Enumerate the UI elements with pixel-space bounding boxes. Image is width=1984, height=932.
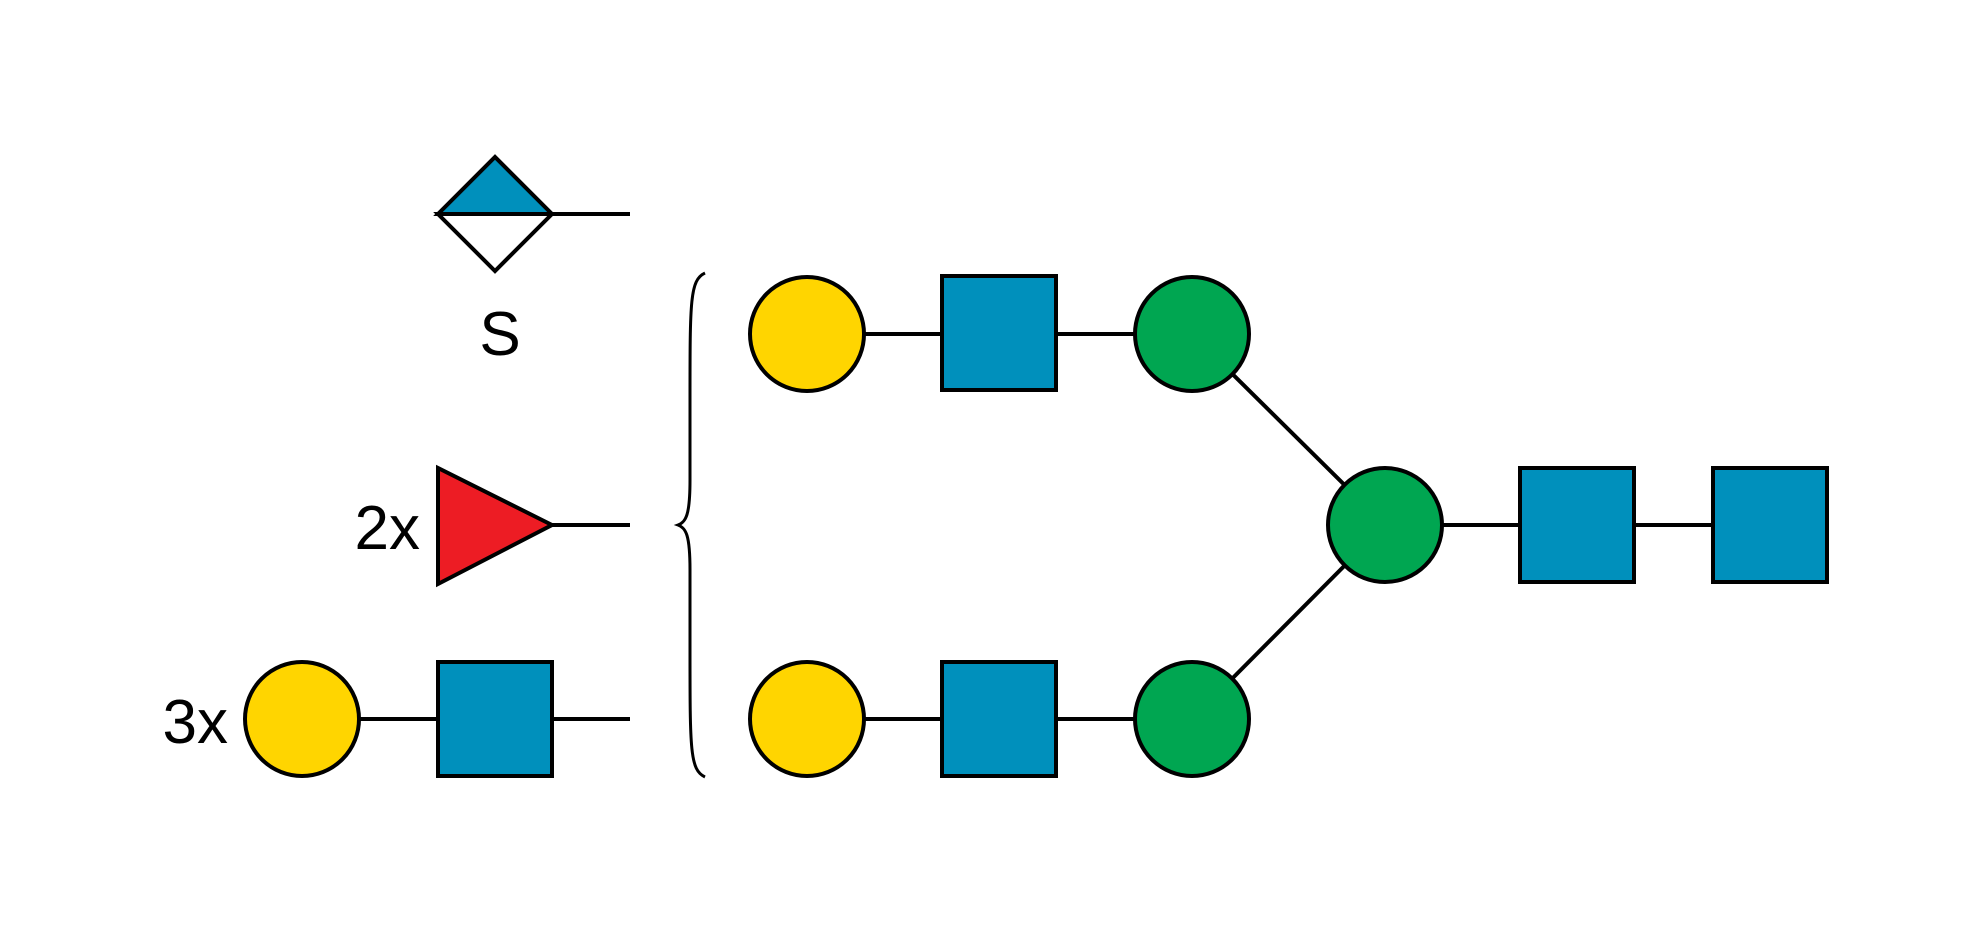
lower-mannose-circle: [1133, 660, 1251, 778]
lower-galactose-circle: [748, 660, 866, 778]
upper-glcnac-square: [940, 274, 1058, 392]
lacnac-fragment: [243, 660, 630, 778]
lacnac-galactose-circle: [243, 660, 361, 778]
core-glcnac-square-2: [1711, 466, 1829, 584]
sialic-acid-fragment: [433, 154, 630, 274]
sialic-acid-upper-half: [433, 154, 557, 216]
core-mannose-circle: [1326, 466, 1444, 584]
fucose-fragment: [436, 464, 630, 588]
lacnac-glcnac-square: [436, 660, 554, 778]
fucose-triangle: [436, 464, 557, 588]
attachment-brace: [673, 271, 706, 779]
sulfate-label: S: [479, 300, 520, 369]
core-glcnac-square-1: [1518, 466, 1636, 584]
upper-mannose-circle: [1133, 275, 1251, 393]
fucose-count-label: 2x: [355, 494, 420, 563]
upper-galactose-circle: [748, 275, 866, 393]
lower-glcnac-square: [940, 660, 1058, 778]
lacnac-count-label: 3x: [163, 688, 228, 757]
